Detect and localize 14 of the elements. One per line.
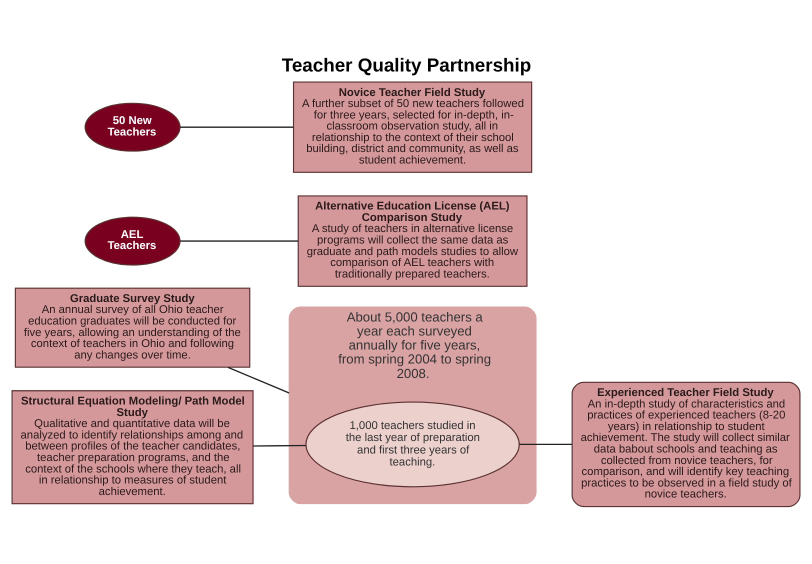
- diagram-title: Teacher Quality Partnership: [282, 54, 532, 76]
- node-box: Alternative Education License (AEL) Comparison Study A study of teachers in alternative license programs will collect the same data as graduate and path models studies to allow comparison of AEL teachers with traditionally prepared teachers.: [298, 194, 528, 286]
- node-box: Novice Teacher Field Study A further subset of 50 new teachers followed for three years, selected for in-depth, in-classroom observation study, all in relationship to the context of their school building, district and community, as well as student achievement.: [292, 80, 532, 172]
- node-box: Structural Equation Modeling/ Path Model Study Qualitative and quantitative data will be analyzed to identify relationships among and between profiles of the teacher candidates, teacher preparation programs, and the context of the schools where they teach, all in relationship to measures of student achievement.: [12, 390, 254, 504]
- node-ellipse: AEL Teachers: [84, 216, 181, 266]
- connector: [519, 443, 572, 445]
- connector: [180, 240, 298, 242]
- node-box: Experienced Teacher Field Study An in-depth study of characteristics and practices of experienced teachers (8-20 years) in relationship to student achievement. The study will collect similar data babout schools and teaching as collected from novice teachers, for comparison, and will identify key teaching practices to be observed in a field study of novice teachers.: [572, 381, 800, 507]
- node-box: Graduate Survey Study An annual survey of all Ohio teacher education graduates will be conducted for five years, allowing an understanding of the context of teachers in Ohio and following any changes over time.: [14, 287, 250, 368]
- node-ellipse: 1,000 teachers studied in the last year of preparation and first three years of teaching.: [305, 400, 520, 487]
- node-ellipse: 50 New Teachers: [84, 102, 181, 152]
- connector: [253, 444, 306, 446]
- connector: [180, 126, 294, 128]
- connector: [228, 366, 290, 394]
